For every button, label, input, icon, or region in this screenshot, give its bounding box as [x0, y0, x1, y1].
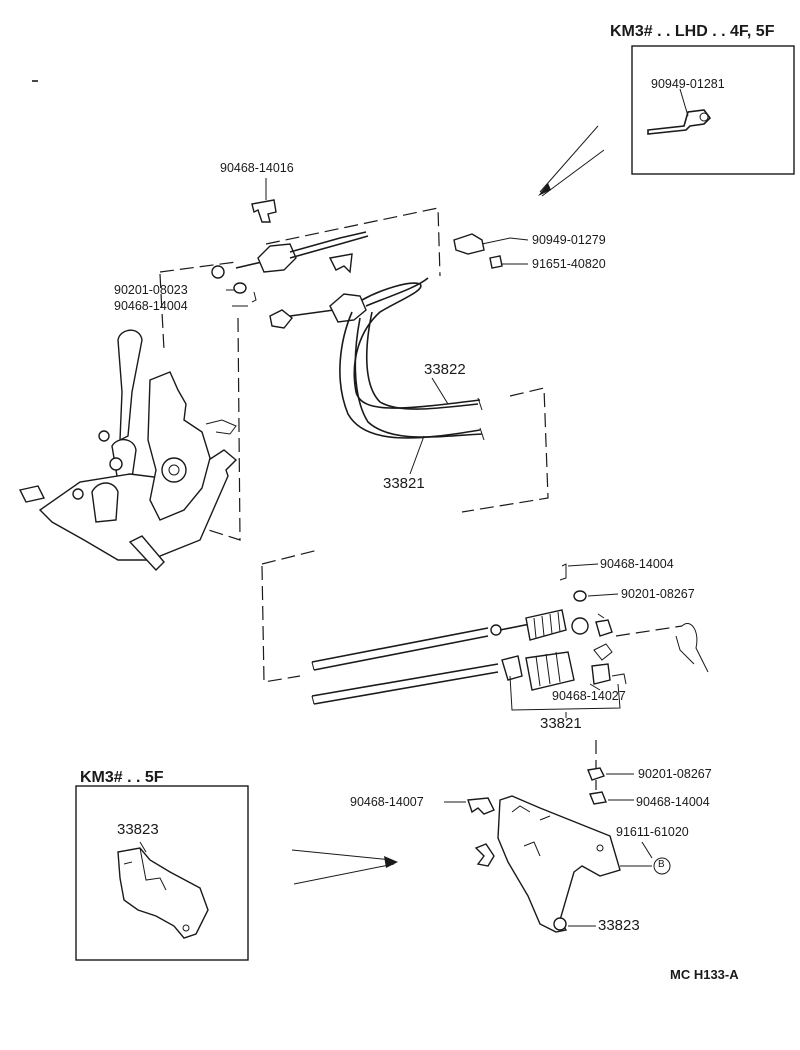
label-33823: 33823 [598, 917, 640, 934]
boot-lower [525, 651, 575, 691]
inset-pointer-arrows [538, 125, 605, 197]
clip-90468-14004-c [589, 791, 607, 805]
clip-90468-14016 [251, 199, 277, 223]
washer-90201-08267-a [573, 590, 587, 602]
cable-end-upper [257, 243, 297, 273]
bolt-91651-40820 [489, 255, 503, 269]
label-90468-14007: 90468-14007 [350, 795, 424, 809]
inset-bottom-arrow [291, 849, 398, 885]
boot-upper [525, 609, 567, 641]
label-90468-14027: 90468-14027 [552, 689, 626, 703]
inset-bottom-heading: KM3# . . 5F [80, 769, 164, 786]
label-90201-08023: 90201-08023 [114, 283, 188, 297]
inset-top-heading: KM3# . . LHD . . 4F, 5F [610, 23, 775, 40]
shift-lever-assembly [18, 329, 238, 572]
label-90468-14004-b: 90468-14004 [600, 557, 674, 571]
washer-90201-08267-b [587, 767, 605, 781]
upper-assembly [18, 178, 549, 572]
label-90468-14004-a: 90468-14004 [114, 299, 188, 313]
label-90468-14004-c: 90468-14004 [636, 795, 710, 809]
label-33821-b: 33821 [540, 715, 582, 732]
label-90201-08267-b: 90201-08267 [638, 767, 712, 781]
label-90949-01279: 90949-01279 [532, 233, 606, 247]
label-33823-inset: 33823 [117, 821, 159, 838]
lower-cable-assembly [261, 549, 709, 718]
label-91611-61020: 91611-61020 [616, 825, 689, 839]
washer-90201-08023 [233, 282, 247, 294]
label-33821-a: 33821 [383, 475, 425, 492]
callout-b-letter: B [658, 859, 665, 870]
cable-end-clip-drawing [647, 109, 712, 135]
label-90949-01281: 90949-01281 [651, 77, 725, 91]
pin-90468-14004-b [559, 563, 567, 581]
footer-code: MC H133-A [670, 967, 739, 982]
callout-b-circle [653, 857, 671, 875]
lower-bracket-33823 [444, 795, 653, 933]
label-33822: 33822 [424, 361, 466, 378]
label-90201-08267-a: 90201-08267 [621, 587, 695, 601]
inset-top-box [631, 45, 795, 175]
label-91651-40820: 91651-40820 [532, 257, 606, 271]
label-90468-14016: 90468-14016 [220, 161, 294, 175]
pin-90468-14004 [251, 291, 257, 303]
inset-bottom-box [75, 785, 249, 961]
cable-end-lower [329, 293, 367, 323]
clip-90949-01279 [453, 233, 485, 255]
